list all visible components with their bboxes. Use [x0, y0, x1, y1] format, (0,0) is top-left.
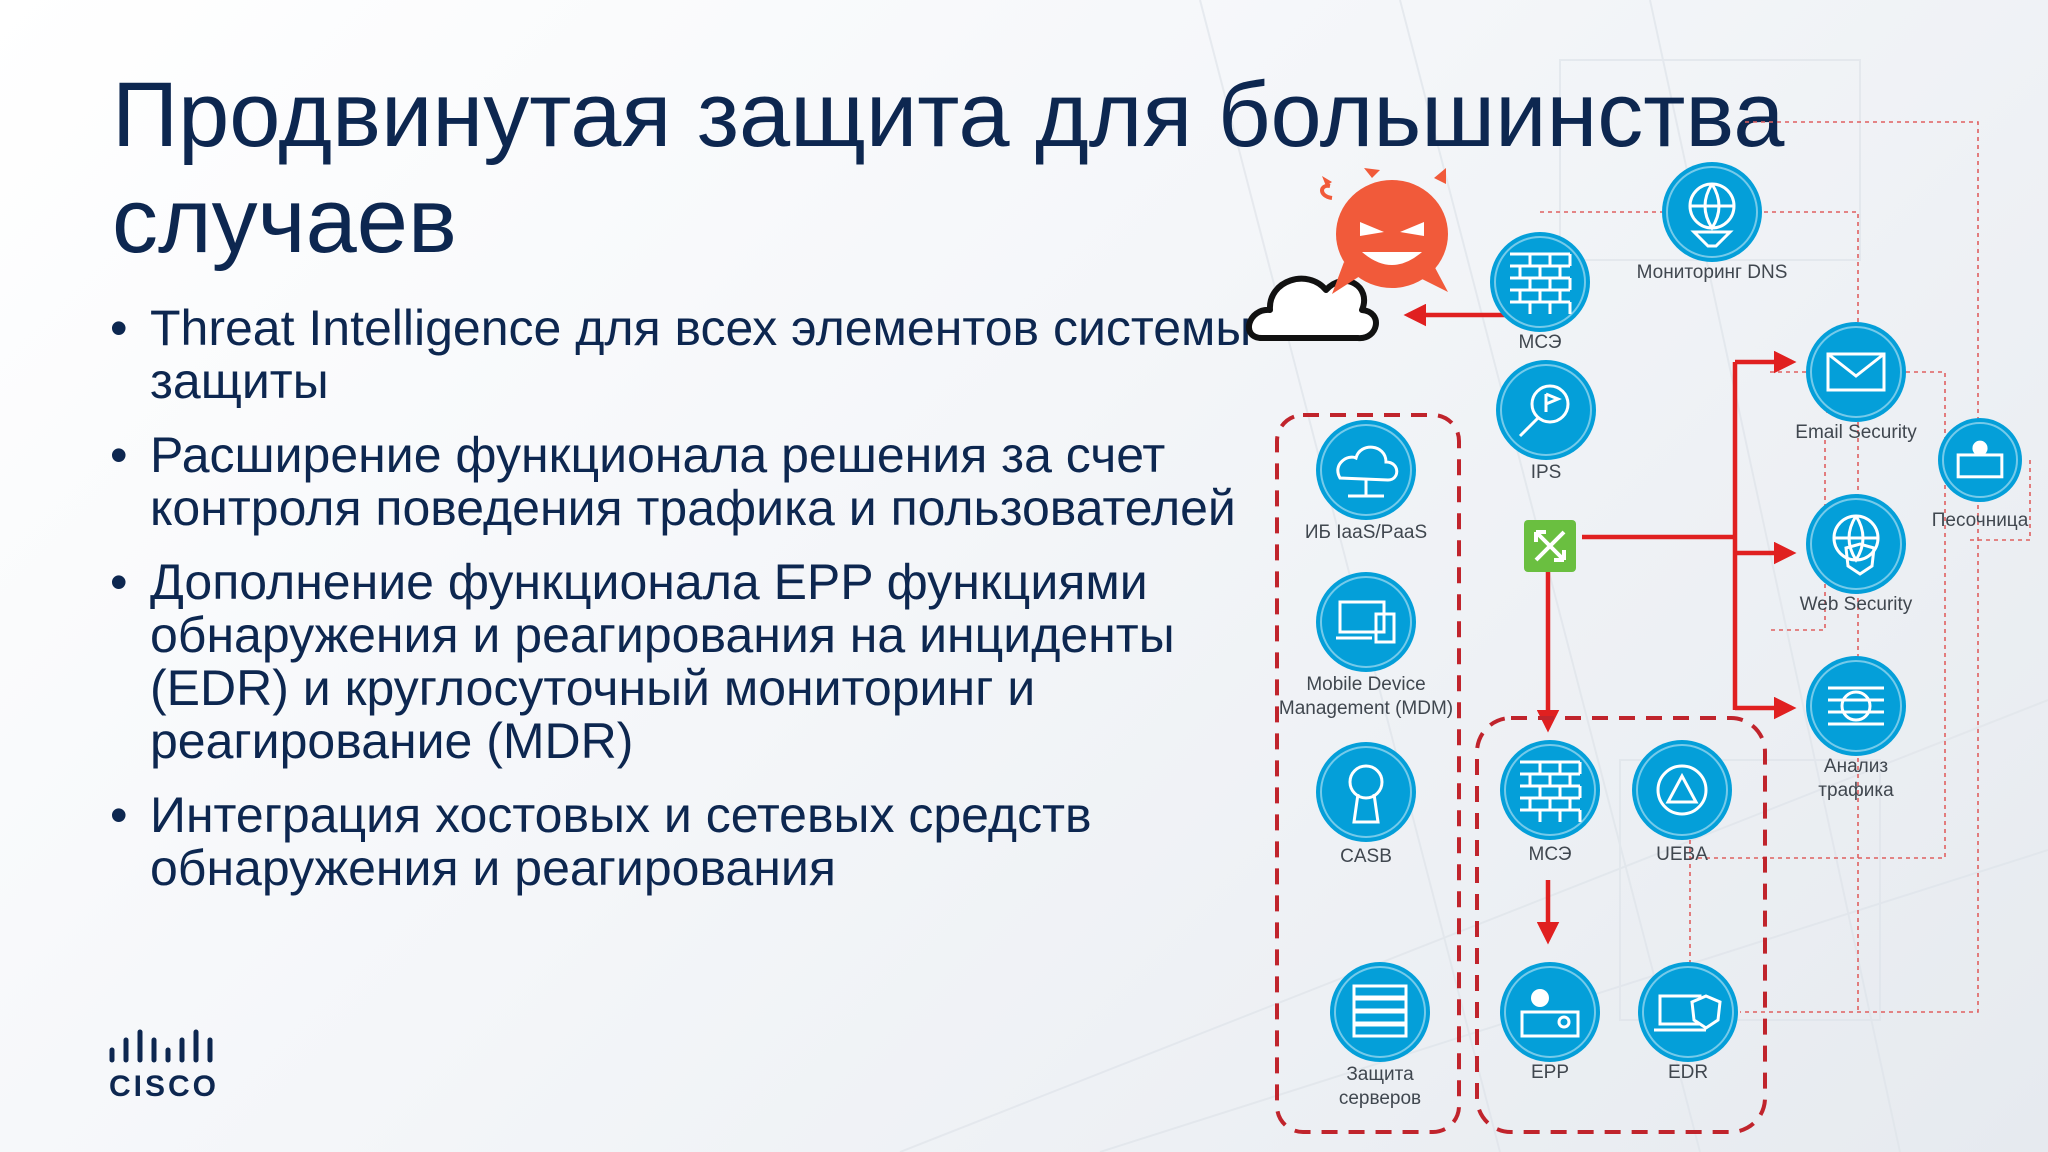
node-label: МСЭ	[1519, 332, 1562, 353]
user-behavior-icon	[1656, 764, 1708, 816]
firewall-icon	[1510, 252, 1572, 314]
globe-shield-icon	[1832, 514, 1880, 576]
node-casb: CASB	[1316, 742, 1416, 867]
node-circle	[1500, 740, 1600, 840]
bullet-item: • Дополнение функционала EPP функциями об…	[110, 556, 1260, 768]
bullet-text: Threat Intelligence для всех элементов с…	[150, 300, 1252, 409]
dotted-connectors	[1540, 121, 2031, 1013]
node-label: МСЭ	[1529, 844, 1572, 865]
node-circle	[1806, 322, 1906, 422]
red-arrows	[1403, 303, 1797, 945]
internet-cloud-icon	[1246, 275, 1379, 342]
bullet-text: Интеграция хостовых и сетевых средств об…	[150, 787, 1092, 896]
server-shield-icon	[1352, 984, 1408, 1038]
slide-title: Продвинутая защита для большинства случа…	[112, 64, 1785, 272]
node-circle	[1806, 656, 1906, 756]
switch-node	[1524, 520, 1576, 572]
devices-icon	[1336, 600, 1396, 644]
node-fw-top: МСЭ	[1490, 232, 1590, 353]
node-edr: EDR	[1638, 962, 1738, 1083]
node-epp: EPP	[1500, 962, 1600, 1083]
devil-threat-icon	[1320, 168, 1448, 294]
bullet-item: • Threat Intelligence для всех элементов …	[110, 302, 1260, 408]
node-label: ИБ IaaS/PaaS	[1305, 522, 1427, 543]
bullet-dot: •	[110, 427, 128, 483]
bullet-text: Расширение функционала решения за счет к…	[150, 427, 1236, 536]
node-ueba: UEBA	[1632, 740, 1732, 865]
firewall-icon	[1520, 760, 1582, 822]
node-label: Email Security	[1795, 422, 1917, 443]
sandbox-bug-icon	[1956, 440, 2004, 479]
node-ips: IPS	[1496, 360, 1596, 483]
node-label: UEBA	[1656, 844, 1708, 865]
node-email: Email Security	[1795, 322, 1917, 443]
node-label: CASB	[1340, 846, 1392, 867]
cisco-logo: CISCO	[104, 1028, 224, 1103]
cisco-wordmark: CISCO	[108, 1070, 219, 1103]
node-web: Web Security	[1800, 494, 1913, 615]
bullet-list: • Threat Intelligence для всех элементов …	[110, 302, 1260, 916]
bullet-dot: •	[110, 554, 128, 610]
bullet-item: • Интеграция хостовых и сетевых средств о…	[110, 789, 1260, 895]
node-traffic: Анализ трафика	[1806, 656, 1906, 801]
node-label: IPS	[1531, 462, 1562, 483]
node-dns: Мониторинг DNS	[1637, 162, 1788, 283]
node-label: Mobile Device	[1306, 674, 1425, 695]
node-label: Web Security	[1800, 594, 1913, 615]
node-label: Песочница	[1932, 510, 2029, 531]
node-circle	[1316, 420, 1416, 520]
node-circle	[1316, 742, 1416, 842]
node-circle	[1632, 740, 1732, 840]
node-circle	[1490, 232, 1590, 332]
node-servers: Защита серверов	[1330, 962, 1430, 1109]
node-label: Анализ	[1824, 756, 1888, 777]
magnifier-flag-icon	[1518, 384, 1570, 438]
node-fw-bottom: МСЭ	[1500, 740, 1600, 865]
node-circle	[1316, 572, 1416, 672]
bullet-text: Дополнение функционала EPP функциями обн…	[150, 554, 1175, 769]
envelope-icon	[1826, 352, 1886, 392]
node-label: Мониторинг DNS	[1637, 262, 1788, 283]
globe-funnel-icon	[1688, 182, 1736, 248]
bullet-item: • Расширение функционала решения за счет …	[110, 429, 1260, 535]
node-circle	[1938, 418, 2022, 502]
node-label: серверов	[1339, 1088, 1421, 1109]
node-label: трафика	[1818, 780, 1894, 801]
node-layer: МСЭ Мониторинг DNS IPS Email SecurityПесочн…	[1279, 162, 2029, 1109]
node-circle	[1638, 962, 1738, 1062]
bullet-dot: •	[110, 300, 128, 356]
node-label: EDR	[1668, 1062, 1708, 1083]
cloud-shield-icon	[1336, 445, 1399, 498]
endpoint-user-icon	[1520, 989, 1580, 1038]
node-circle	[1662, 162, 1762, 262]
laptop-shield-icon	[1654, 994, 1722, 1032]
node-label: EPP	[1531, 1062, 1569, 1083]
node-iaas: ИБ IaaS/PaaS	[1305, 420, 1427, 543]
cisco-bridge-logo-icon	[109, 1029, 213, 1063]
node-sandbox: Песочница	[1932, 418, 2029, 531]
node-label: Защита	[1346, 1064, 1414, 1085]
node-label: Management (MDM)	[1279, 698, 1453, 719]
dashed-groups	[1275, 413, 1767, 1134]
keyhole-icon	[1348, 764, 1384, 824]
traffic-analysis-icon	[1828, 686, 1884, 726]
bullet-dot: •	[110, 787, 128, 843]
